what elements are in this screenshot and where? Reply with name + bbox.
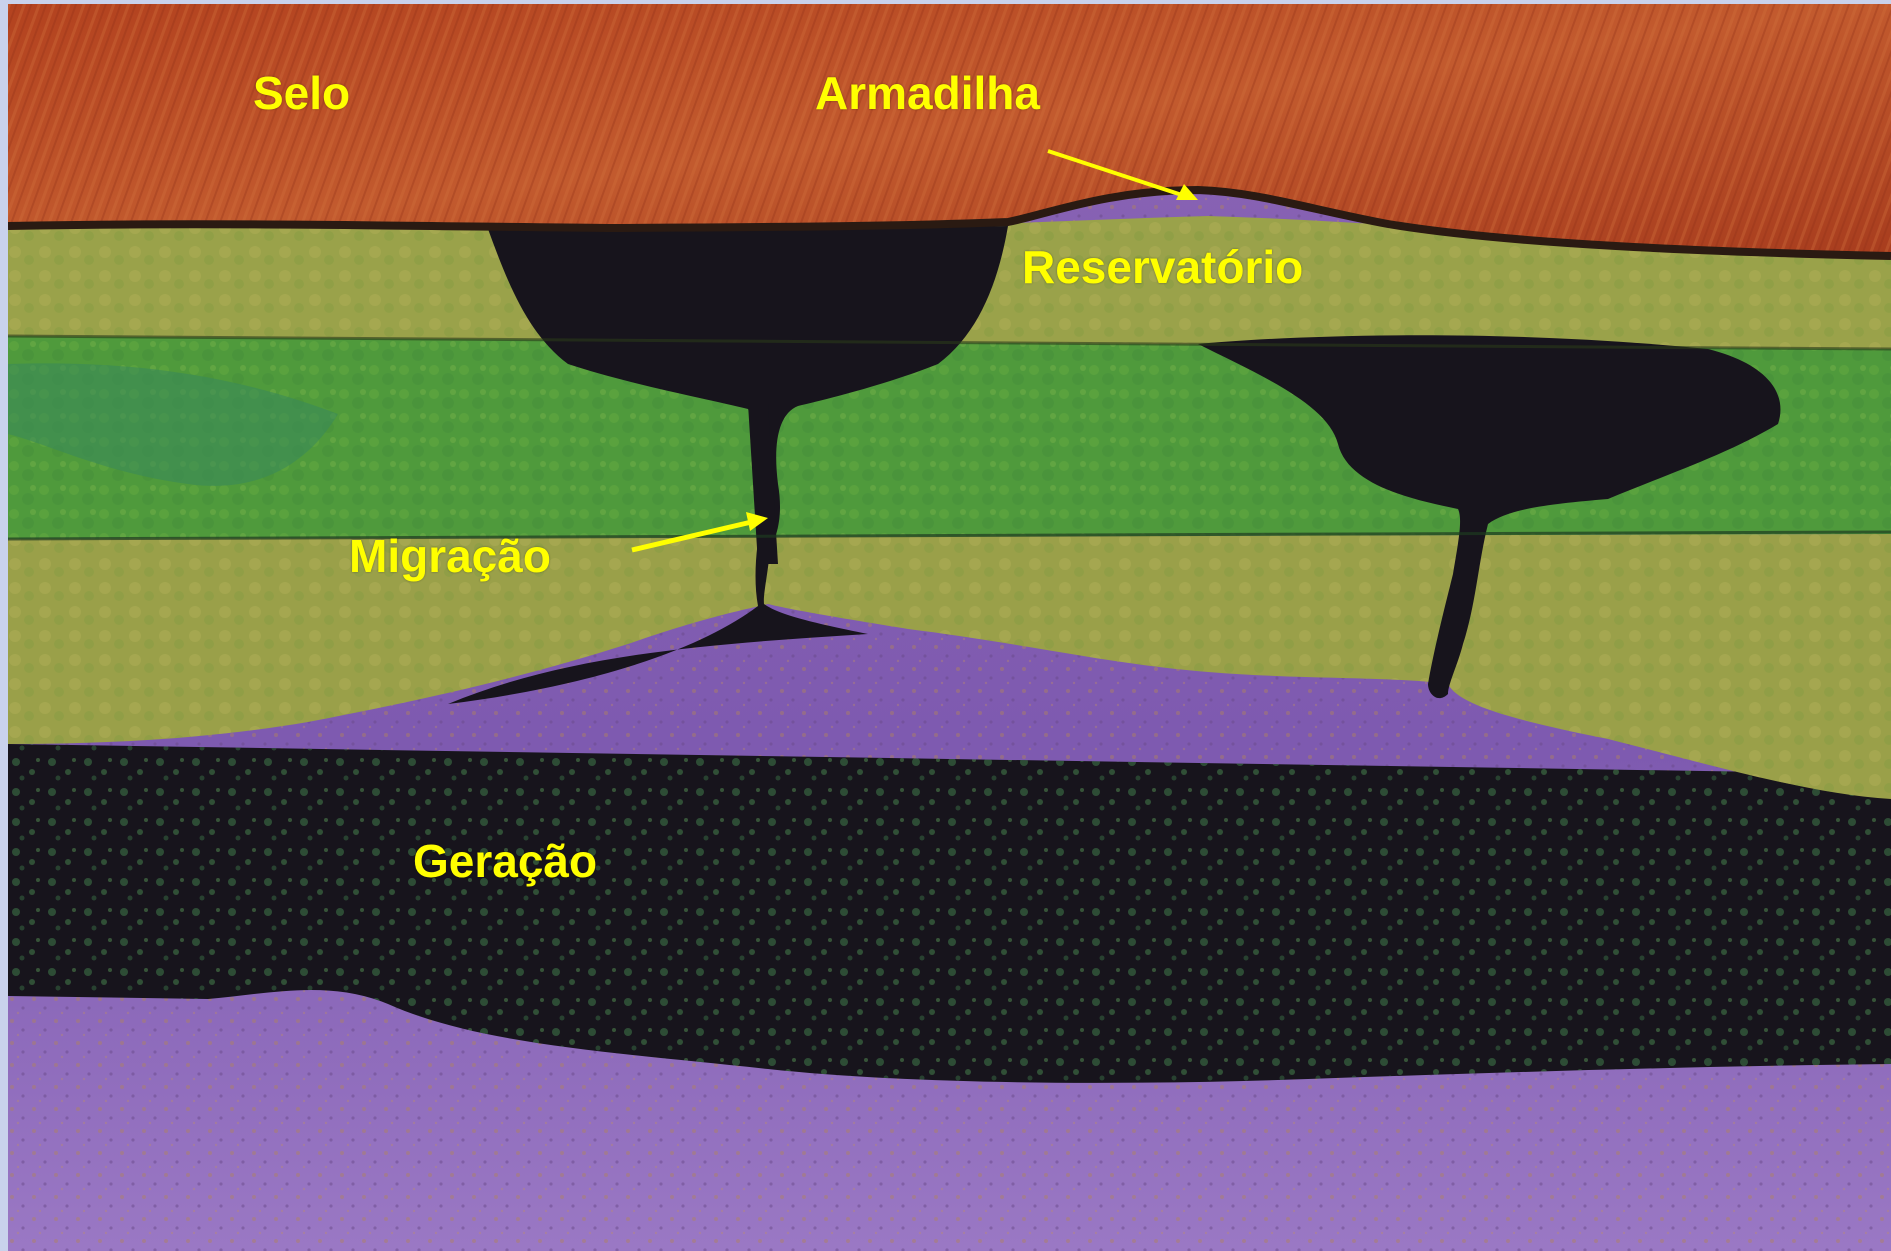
reservoir-label: Reservatório [1022, 244, 1303, 290]
trap-label: Armadilha [815, 70, 1040, 116]
generation-label: Geração [413, 838, 597, 884]
seal-label: Selo [253, 70, 350, 116]
migration-label: Migração [349, 533, 551, 579]
geology-cross-section-photo [8, 4, 1891, 1251]
